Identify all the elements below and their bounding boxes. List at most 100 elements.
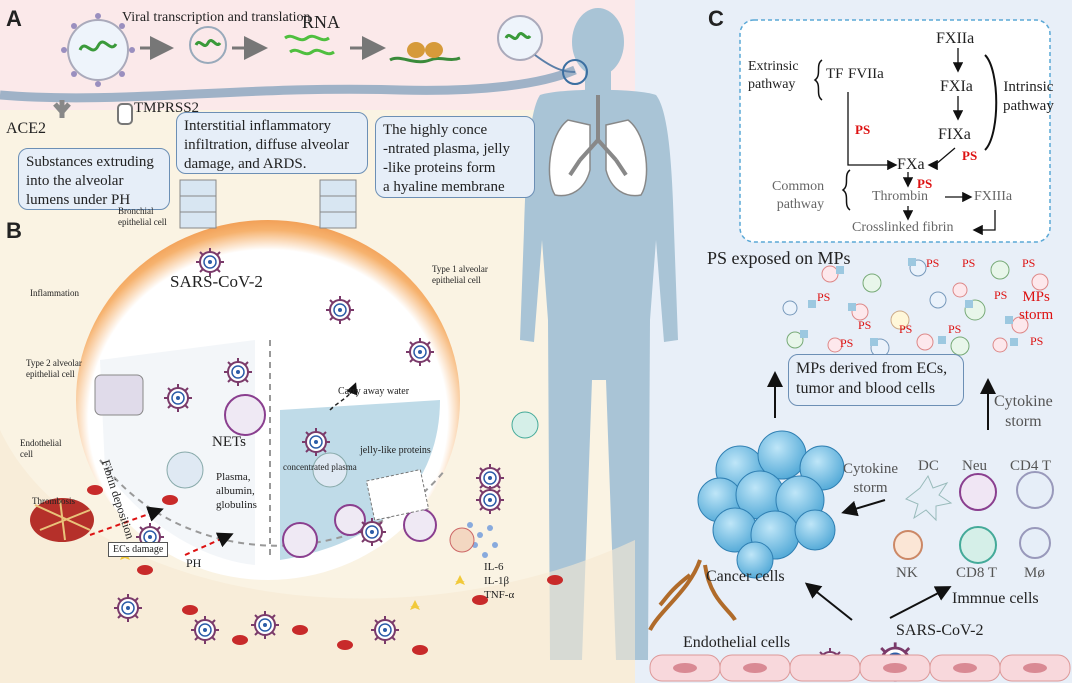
hyaline-line-4: a hyaline membrane <box>383 179 505 195</box>
mp-ps-5: PS <box>994 288 1008 302</box>
neu-cell <box>959 473 997 511</box>
plasma-line-2: albumin, <box>216 485 255 497</box>
tnfa-label: TNF-α <box>484 589 515 601</box>
fxiia-label: FXIIa <box>936 30 975 47</box>
fixa-label: FIXa <box>938 126 971 143</box>
type2-label: Type 2 alveolar epithelial cell <box>26 358 82 380</box>
mps-derived-line-1: MPs derived from ECs, <box>796 360 948 377</box>
common-line-2: pathway <box>776 197 825 212</box>
common-line-1: Common <box>772 179 825 194</box>
panel-label-c: C <box>708 6 724 31</box>
endothelial-b-line-1: Endothelial <box>20 438 62 448</box>
hyaline-line-2: -ntrated plasma, jelly <box>383 141 511 157</box>
cytokine-storm-left-line-1: Cytokine <box>843 461 898 477</box>
ace2-label: ACE2 <box>6 120 46 137</box>
microparticles <box>782 259 1049 358</box>
cancer-cells-label: Cancer cells <box>706 568 785 585</box>
virus-b7 <box>357 517 387 547</box>
panel-label-b: B <box>6 218 22 243</box>
thrombosis-label: Thrombosis <box>32 496 76 506</box>
concentrated-plasma-label: concentrated plasma <box>283 462 357 472</box>
endothelial-cells-label: Endothelial cells <box>683 634 791 651</box>
tmprss2-protein-icon <box>117 103 133 125</box>
plasma-line-3: globulins <box>216 499 257 511</box>
ps-label-3: PS <box>917 176 933 191</box>
plasma-line-1: Plasma, <box>216 471 251 483</box>
hyaline-line-1: The highly conce <box>383 122 488 138</box>
ribosome-translation <box>389 42 461 64</box>
intrinsic-label: Intrinsic pathway <box>1003 78 1054 116</box>
sarscov2-label-b: SARS-CoV-2 <box>170 272 263 291</box>
substances-line-3: lumens under PH <box>26 192 131 208</box>
carry-water-label: Carry away water <box>338 386 410 397</box>
virus-particle-a <box>61 13 135 87</box>
mp-ps-8: PS <box>948 322 962 336</box>
intrinsic-line-2: pathway <box>1003 98 1054 114</box>
human-body-silhouette <box>520 8 678 660</box>
ph-label: PH <box>186 556 202 570</box>
mast-cell <box>449 527 475 553</box>
type2-line-2: epithelial cell <box>26 369 75 379</box>
mp-ps-4: PS <box>817 290 831 304</box>
macrophages-b <box>166 394 539 558</box>
thrombus <box>30 498 94 542</box>
ps-exposed-label: PS exposed on MPs <box>707 248 851 268</box>
mps-storm-line-1: MPs <box>1022 289 1050 305</box>
mps-derived-line-2: tumor and blood cells <box>796 380 936 397</box>
interstitial-line-3: damage, and ARDS. <box>184 156 307 172</box>
fviia-label: FVIIa <box>848 66 884 82</box>
virus-b6 <box>301 427 331 457</box>
mp-ps-1: PS <box>926 256 940 270</box>
substances-line-2: into the alveolar <box>26 173 124 189</box>
bronchial-cells <box>179 179 357 229</box>
mp-ps-7: PS <box>899 322 913 336</box>
ps-label-1: PS <box>855 122 871 137</box>
capillary <box>0 430 635 683</box>
extrinsic-line-2: pathway <box>748 77 796 92</box>
virus-b4 <box>223 357 253 387</box>
ps-label-2: PS <box>962 148 978 163</box>
fxia-label: FXIa <box>940 78 973 95</box>
interstitial-box: Interstitial inflammatory infiltration, … <box>176 112 368 174</box>
type2-cell <box>94 374 144 416</box>
type1-line-1: Type 1 alveolar <box>432 264 488 274</box>
type1-line-2: epithelial cell <box>432 275 481 285</box>
virus-b2 <box>325 295 355 325</box>
cytokine-storm-right: Cytokine storm <box>994 392 1053 432</box>
bronchial-line-2: epithelial cell <box>118 217 167 227</box>
ace2-receptor-icon <box>53 100 71 118</box>
viral-transcription-label: Viral transcription and translation <box>122 10 311 25</box>
type2-line-1: Type 2 alveolar <box>26 358 82 368</box>
virus-b10 <box>250 610 280 640</box>
plasma-label: Plasma, albumin, globulins <box>216 470 257 512</box>
uncoated-virus <box>189 26 227 64</box>
nets-label: NETs <box>212 434 246 450</box>
mp-ps-9: PS <box>1030 334 1044 348</box>
cytokines-label: IL-6 IL-1β TNF-α <box>484 560 514 602</box>
cytokine-storm-right-line-1: Cytokine <box>994 393 1053 410</box>
cytokine-storm-left-line-2: storm <box>853 480 888 496</box>
tf-label: TF <box>826 66 844 82</box>
cytokine-dots <box>467 522 498 558</box>
intrinsic-line-1: Intrinsic <box>1003 79 1054 95</box>
hyaline-line-3: -like proteins form <box>383 160 496 176</box>
immune-cells-label: Immnue cells <box>952 590 1039 607</box>
mps-storm-label: MPs storm <box>1019 288 1053 324</box>
jelly-protein-block <box>365 469 430 521</box>
il6-label: IL-6 <box>484 561 504 573</box>
crosslinked-label: Crosslinked fibrin <box>852 220 954 235</box>
mo-label: Mø <box>1024 565 1045 581</box>
sarscov2-label-c: SARS-CoV-2 <box>896 622 984 639</box>
mp-ps-2: PS <box>962 256 976 270</box>
virus-b13 <box>113 593 143 623</box>
ecs-damage-label: ECs damage <box>108 542 169 557</box>
bronchial-label: Bronchial epithelial cell <box>118 206 167 228</box>
jelly-label: jelly-like proteins <box>360 445 431 456</box>
lungs <box>548 59 648 197</box>
mp-ps-6: PS <box>858 318 872 332</box>
virus-entry <box>497 15 576 73</box>
dc-cell <box>905 474 953 522</box>
cd8-cell <box>959 526 997 564</box>
neu-label: Neu <box>962 458 987 474</box>
